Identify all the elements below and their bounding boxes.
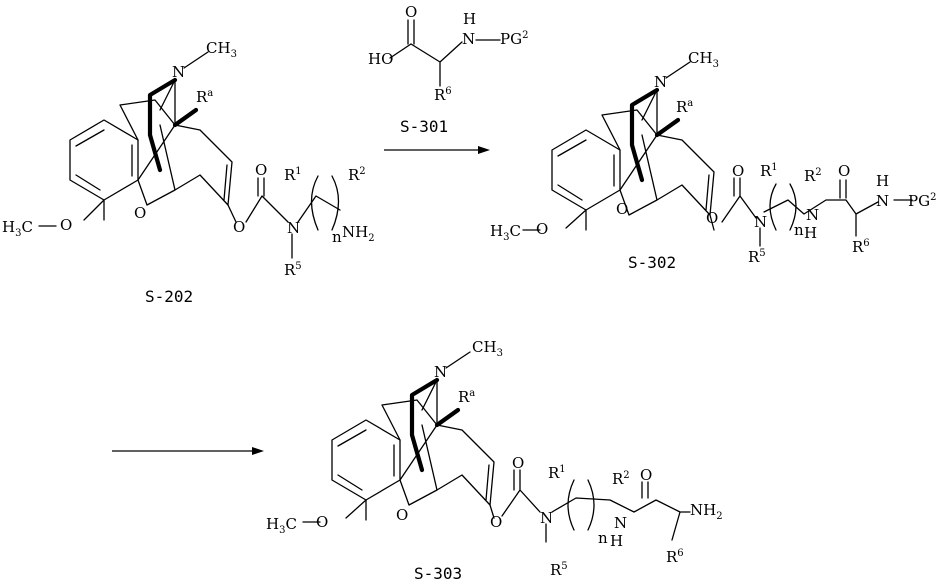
atom-carbamate-o1: O (233, 218, 245, 236)
atom-n: N (434, 363, 447, 381)
atom-carbamate-n: N (754, 213, 767, 231)
enol-double-bond (486, 465, 489, 500)
n-bracket (568, 480, 594, 530)
atom-r6: R6 (434, 86, 452, 104)
atom-h3c: H3C (490, 222, 521, 243)
aromatic-inner-bonds (338, 430, 394, 490)
aromatic-inner-bonds (558, 140, 614, 200)
atom-amide-n: N (806, 206, 819, 224)
atom-methyl: CH3 (206, 39, 237, 60)
aromatic-ring (332, 420, 400, 500)
ring-bonds (104, 100, 232, 220)
atom-carbamate-n: N (540, 509, 553, 527)
atom-amide-o: O (838, 162, 850, 180)
atom-carbamate-n: N (287, 219, 300, 237)
enol-double-bond (224, 165, 227, 200)
reagent-s-301: O HO H N PG2 R6 S-301 (368, 3, 528, 136)
carbamate-bonds (490, 470, 690, 542)
atom-r1: R1 (760, 162, 778, 180)
arrow-step-1 (384, 146, 490, 154)
methoxy-bond (303, 500, 366, 522)
methoxy-bond (523, 210, 586, 230)
enol-double-bond (706, 175, 709, 210)
label-s-301: S-301 (400, 117, 448, 136)
atom-ra: Ra (196, 88, 213, 106)
atom-n: N (654, 73, 667, 91)
compound-s-302: N CH3 Ra O O H3C O O N R1 R2 R5 n N H O … (490, 49, 936, 272)
compound-s-202: N CH3 Ra O O H3C O O N R1 R2 R5 n NH2 S-… (2, 39, 375, 306)
atom-pg-h: H (876, 172, 889, 190)
ring-bonds (366, 400, 494, 520)
atom-pg: PG2 (500, 30, 528, 48)
atom-r2: R2 (804, 167, 822, 185)
atom-ring-o: O (616, 200, 628, 218)
atom-r6: R6 (852, 238, 870, 256)
atom-n: N (172, 63, 185, 81)
aromatic-ring (552, 130, 620, 210)
atom-r5: R5 (284, 261, 302, 279)
atom-carbamate-o2: O (255, 161, 267, 179)
atom-o: O (405, 3, 417, 21)
atom-amide-h: H (804, 224, 817, 242)
arrow-step-2 (112, 447, 264, 455)
atom-amine: NH2 (342, 223, 375, 244)
atom-ring-o: O (396, 506, 408, 524)
atom-amide-h: H (610, 532, 623, 550)
atom-carbamate-o2: O (512, 454, 524, 472)
atom-h3c: H3C (266, 515, 297, 536)
atom-r2: R2 (612, 470, 630, 488)
n-methyl-bond (666, 62, 690, 78)
n-bracket (312, 176, 339, 230)
atom-ra: Ra (676, 98, 693, 116)
ring-bonds (586, 110, 714, 230)
atom-r5: R5 (550, 561, 568, 579)
atom-carbamate-o2: O (732, 162, 744, 180)
atom-pg: PG2 (908, 192, 936, 210)
ra-wedge (437, 410, 458, 425)
atom-pg-n: N (876, 192, 889, 210)
atom-n-sub: n (794, 221, 804, 239)
atom-r6: R6 (666, 548, 684, 566)
atom-ring-o: O (134, 204, 146, 222)
atom-amide-o: O (640, 466, 652, 484)
compound-s-303: N CH3 Ra O O H3C O O N R1 R2 R5 n N H O … (266, 338, 723, 583)
n-methyl-bond (184, 52, 208, 68)
atom-carbamate-o1: O (706, 209, 718, 227)
atom-methyl: CH3 (472, 338, 503, 359)
atom-methyl: CH3 (688, 49, 719, 70)
atom-ome-o: O (536, 220, 548, 238)
n-methyl-bond (446, 352, 470, 368)
label-s-202: S-202 (145, 287, 193, 306)
aromatic-ring (70, 120, 138, 200)
atom-r5: R5 (748, 248, 766, 266)
atom-r2: R2 (348, 166, 366, 184)
atom-ra: Ra (458, 388, 475, 406)
atom-r1: R1 (548, 464, 566, 482)
atom-nh-n: N (462, 30, 475, 48)
atom-carbamate-o1: O (490, 513, 502, 531)
ra-wedge (657, 120, 678, 135)
atom-r1: R1 (284, 166, 302, 184)
ra-wedge (175, 110, 196, 125)
label-s-302: S-302 (628, 253, 676, 272)
atom-amine: NH2 (690, 501, 723, 522)
label-s-303: S-303 (414, 564, 462, 583)
atom-n-sub: n (332, 228, 342, 246)
atom-h3c: H3C (2, 218, 33, 239)
reagent-bonds (390, 20, 500, 86)
atom-amide-n: N (614, 514, 627, 532)
atom-ome-o: O (60, 216, 72, 234)
aromatic-inner-bonds (76, 130, 132, 190)
atom-nh-h: H (463, 10, 476, 28)
atom-ho: HO (368, 50, 393, 68)
atom-ome-o: O (316, 513, 328, 531)
atom-n-sub: n (598, 529, 608, 547)
